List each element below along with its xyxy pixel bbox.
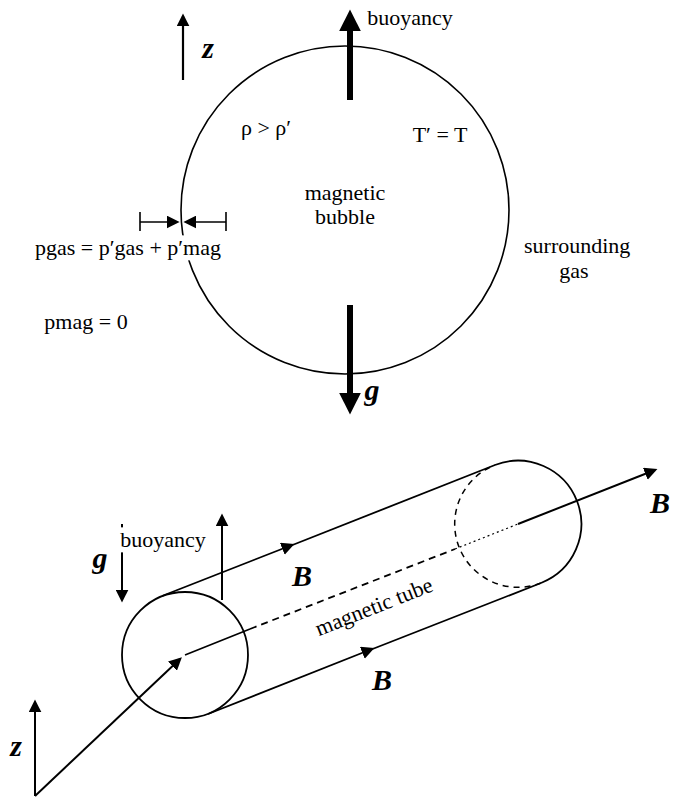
- tube-outline: [100, 440, 620, 750]
- field-label: B: [370, 663, 394, 698]
- axis-label: z: [200, 31, 216, 66]
- buoyancy-arrow: [221, 516, 223, 600]
- node-label: magnetic bubble: [280, 181, 410, 229]
- field-arrow: [208, 649, 372, 714]
- bubble-circle: [181, 46, 509, 374]
- temperature-relation: T′ = T: [411, 122, 470, 147]
- boundary-arrow: [140, 221, 177, 223]
- tube-axis: [185, 629, 250, 655]
- tube-end: [122, 592, 248, 718]
- tube-side: [290, 465, 495, 546]
- region-label: surrounding gas: [522, 233, 626, 284]
- force-label: buoyancy: [365, 5, 455, 30]
- tube-end-hidden: [455, 465, 541, 587]
- buoyancy-arrow: [347, 16, 353, 100]
- field-label: B: [290, 559, 314, 594]
- magnetic-tube: magnetic tube: [100, 440, 620, 750]
- force-label: buoyancy: [118, 527, 208, 552]
- pressure-balance: pgas = p′gas + p′mag: [33, 235, 223, 260]
- tube-axis-hidden: [455, 524, 518, 549]
- density-relation: ρ > ρ′: [239, 115, 293, 140]
- x-axis-arrow: [35, 659, 180, 796]
- gravity-label: g: [91, 541, 110, 576]
- z-axis-arrow: [34, 702, 36, 796]
- gravity-label: g: [363, 373, 382, 408]
- field-label: B: [648, 486, 672, 521]
- axis-label: z: [8, 729, 24, 764]
- magnetic-bubble: magnetic bubble: [180, 45, 510, 375]
- z-axis-arrow: [182, 16, 184, 80]
- boundary-arrow: [186, 221, 226, 223]
- pressure-label: pmag = 0: [42, 309, 129, 334]
- gravity-arrow: [347, 305, 353, 408]
- field-arrow: [518, 470, 655, 524]
- tube-end: [495, 461, 581, 583]
